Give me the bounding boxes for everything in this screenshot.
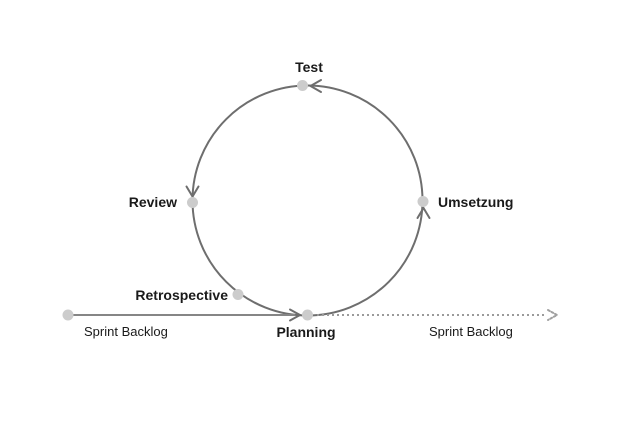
cycle-arrow-left-down-icon (185, 185, 200, 199)
cycle-arrow-right-up-icon (416, 206, 431, 219)
node-label-umsetzung: Umsetzung (438, 194, 513, 210)
node-dot-review (187, 197, 198, 208)
planning-arrowhead-icon (289, 308, 303, 322)
outgoing-arrowhead-icon (547, 309, 560, 321)
cycle-arrow-top-left-icon (308, 79, 322, 93)
node-dot-planning (302, 309, 313, 321)
node-label-retrospective: Retrospective (135, 287, 228, 303)
node-label-planning: Planning (276, 324, 335, 340)
flow-label-sprint-backlog-right: Sprint Backlog (429, 324, 513, 339)
node-label-test: Test (295, 59, 323, 75)
flow-label-sprint-backlog-left: Sprint Backlog (84, 324, 168, 339)
node-dot-retrospective (232, 289, 244, 300)
node-label-review: Review (129, 194, 177, 210)
node-dot-umsetzung (417, 196, 429, 207)
backlog-start-dot (62, 309, 74, 321)
sprint-cycle-circle (191, 84, 424, 317)
node-dot-test (297, 80, 308, 91)
